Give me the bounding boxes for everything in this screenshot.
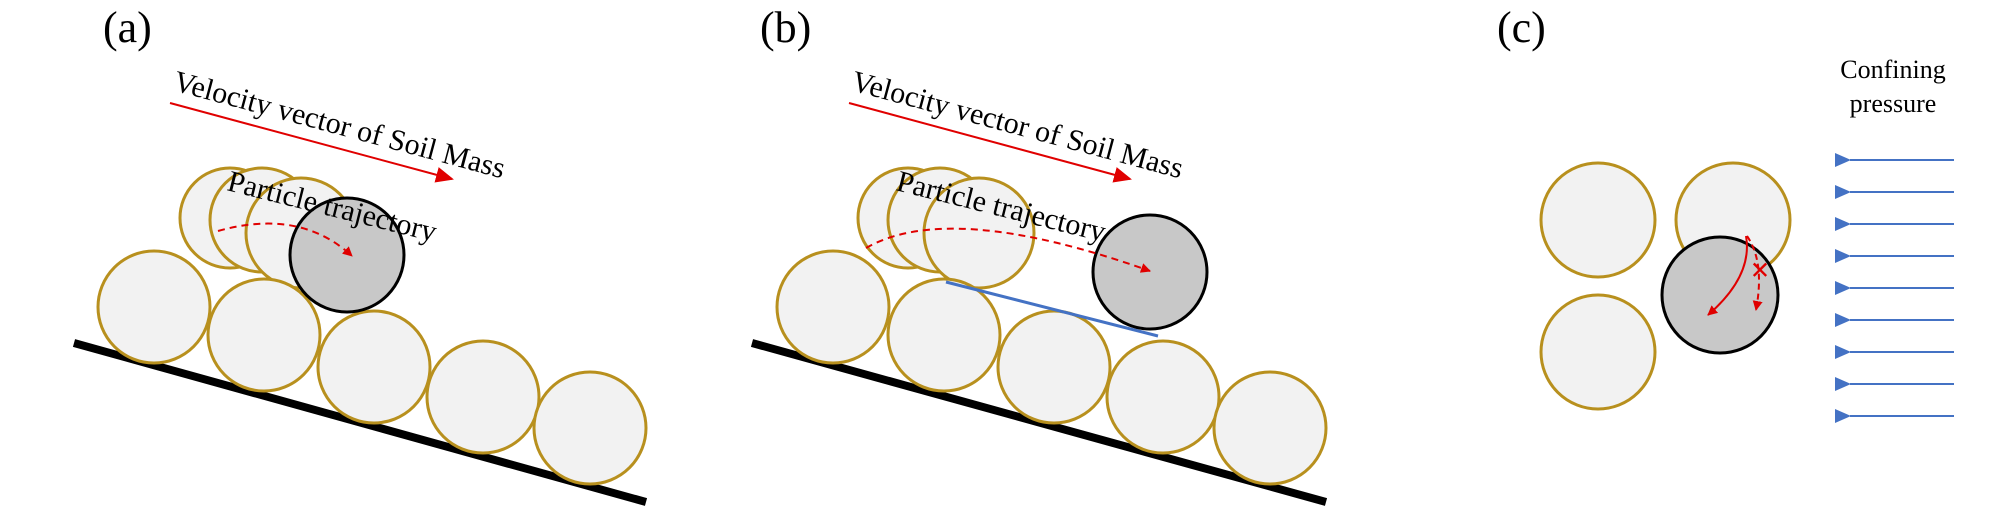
particle	[425, 339, 541, 455]
particle	[1212, 370, 1328, 486]
particle	[206, 277, 322, 393]
velocity-arrow	[848, 102, 1132, 183]
velocity-label: Velocity vector of Soil Mass	[848, 65, 1187, 185]
possible-path-arrow	[1707, 235, 1748, 316]
confining-pressure-label-line1: Confining	[1840, 55, 1945, 84]
contact-line	[945, 280, 1159, 338]
particle	[1105, 339, 1221, 455]
particle	[1539, 161, 1657, 279]
particle	[996, 309, 1112, 425]
particle	[922, 176, 1036, 290]
soil-particles	[775, 166, 1328, 486]
particle-trajectory	[865, 227, 1151, 273]
particle	[1539, 293, 1657, 411]
velocity-label: Velocity vector of Soil Mass	[170, 65, 509, 185]
particle-trajectory	[217, 222, 353, 257]
velocity-arrow	[169, 102, 454, 183]
particle	[532, 370, 648, 486]
panel-b-label: (b)	[760, 3, 811, 52]
panel-a-label: (a)	[103, 3, 152, 52]
particle	[775, 249, 891, 365]
soil-particles	[96, 166, 648, 486]
panel-a: (a) Velocity vector of Soil Mass Particl…	[72, 3, 648, 506]
particle	[96, 249, 212, 365]
confining-pressure-label-line2: pressure	[1850, 89, 1937, 118]
moving-particle	[1091, 213, 1209, 331]
soil-particles	[1539, 161, 1792, 411]
confining-pressure-arrows	[1835, 153, 1954, 423]
blocked-marker: ×	[1750, 252, 1769, 289]
blocked-path-arrow	[1746, 235, 1763, 311]
panel-b: (b) Velocity vector of Soil Mass Particl…	[750, 3, 1328, 506]
panel-c: (c) Confining pressure ×	[1497, 3, 1954, 423]
moving-particle	[1660, 235, 1780, 355]
panel-c-label: (c)	[1497, 3, 1546, 52]
particle	[316, 309, 432, 425]
particle	[886, 277, 1002, 393]
